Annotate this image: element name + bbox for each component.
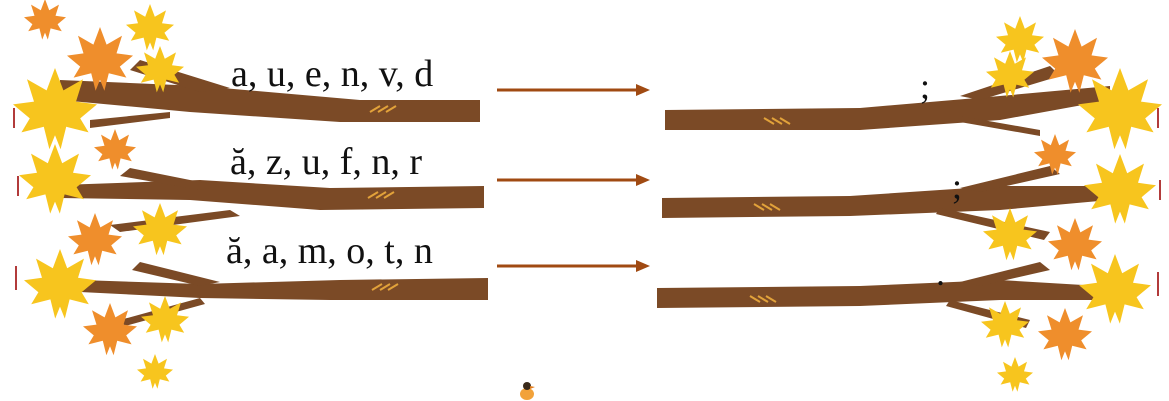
arrows: [497, 84, 650, 272]
left-branches: [60, 60, 488, 326]
letters-row-1: a, u, e, n, v, d: [231, 53, 434, 95]
arrow-right-icon: [497, 84, 650, 96]
bird-icon: [520, 382, 535, 400]
left-tree: [13, 0, 488, 389]
right-twig-marks: [749, 117, 791, 303]
end-mark-row-1: ;: [920, 66, 931, 106]
letters-row-3: ă, a, m, o, t, n: [226, 230, 433, 272]
end-mark-row-3: .: [936, 253, 945, 293]
end-mark-row-2: ;: [952, 166, 963, 206]
right-branches: [657, 66, 1110, 328]
left-stem-marks: [13, 108, 19, 290]
right-tree: [657, 16, 1162, 392]
arrow-right-icon: [497, 260, 650, 272]
left-twig-marks: [367, 105, 399, 291]
letters-row-2: ă, z, u, f, n, r: [230, 141, 423, 183]
right-stem-marks: [1157, 108, 1161, 296]
arrow-right-icon: [497, 174, 650, 186]
